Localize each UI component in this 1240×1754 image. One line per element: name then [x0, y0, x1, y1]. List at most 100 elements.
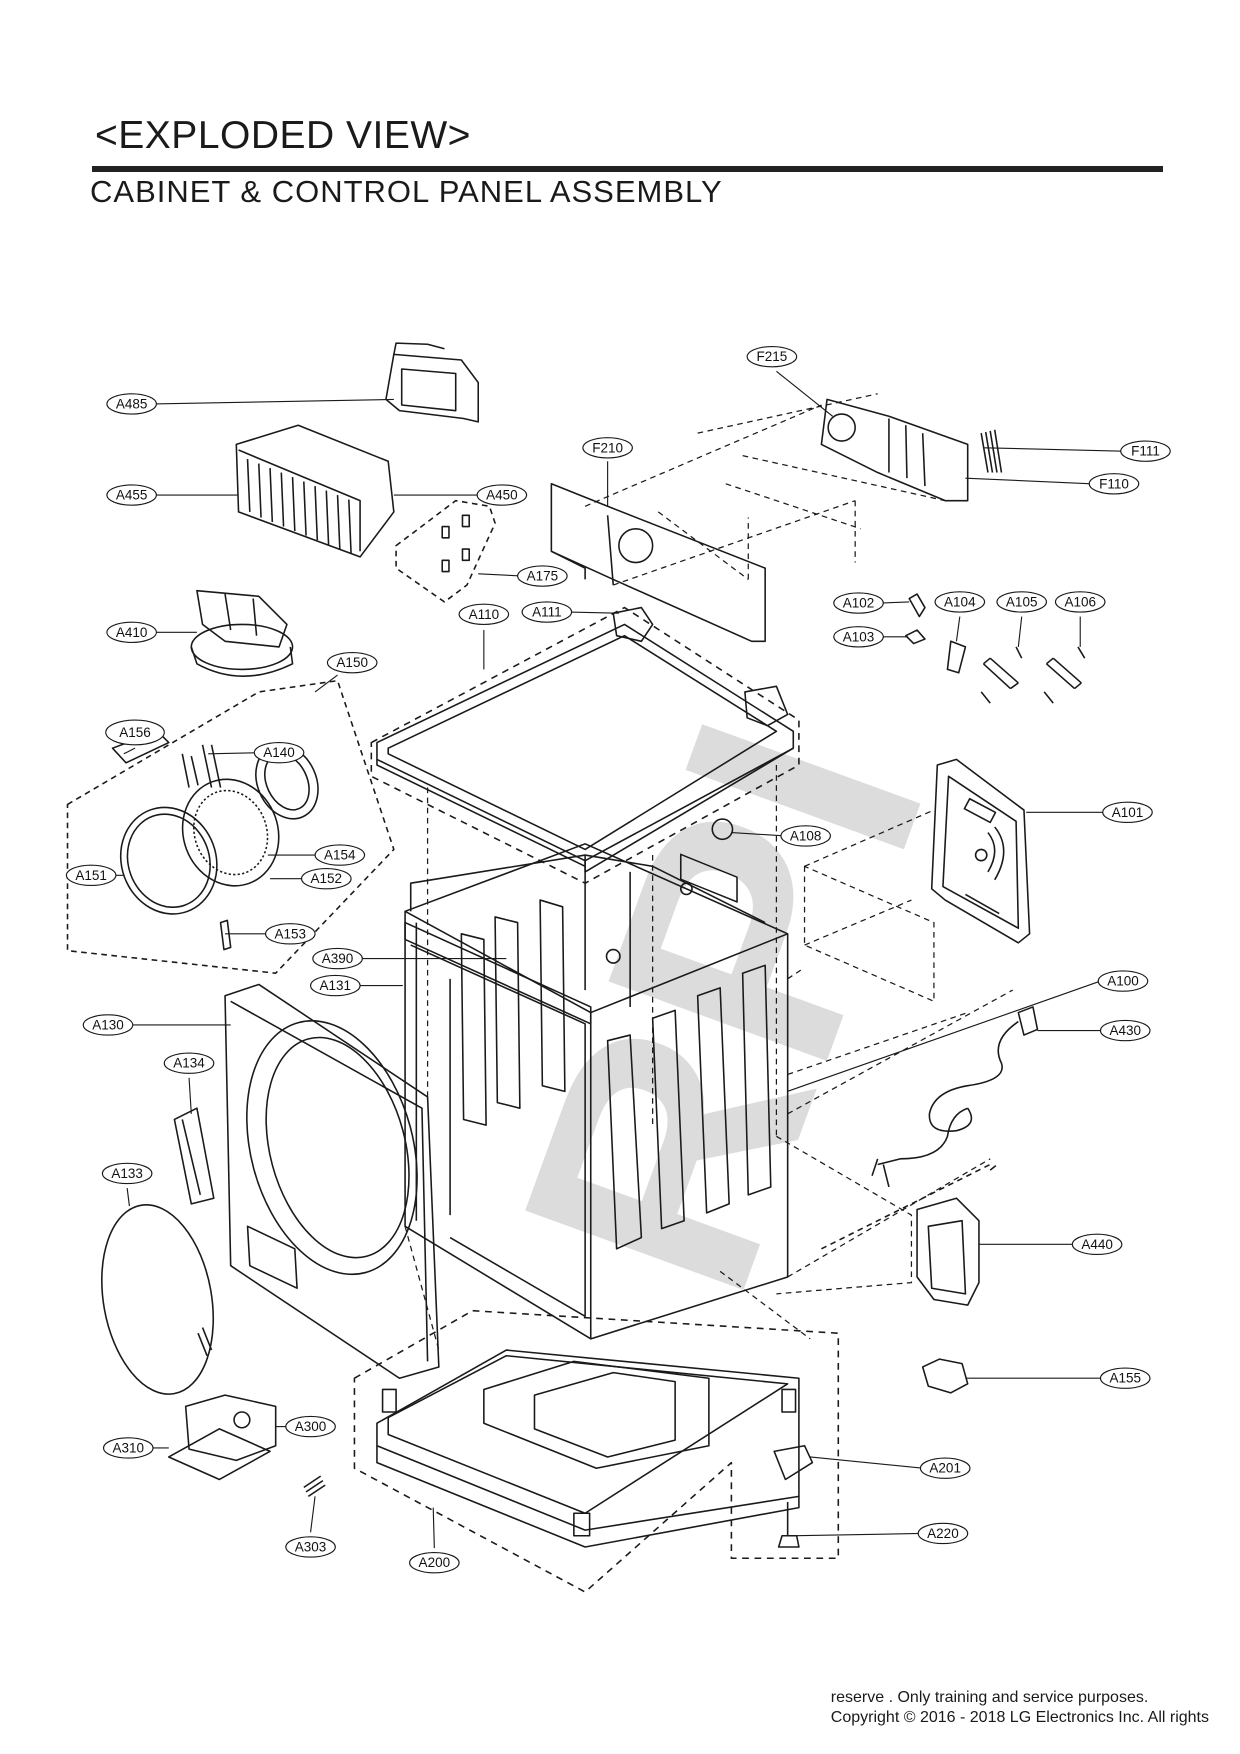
callout-a100: A100	[787, 970, 1149, 1092]
callout-bubble	[934, 591, 986, 613]
callout-bubble	[102, 1437, 154, 1459]
callout-bubble	[409, 1552, 460, 1574]
callout-label: A455	[116, 488, 148, 503]
vent-part	[235, 424, 395, 558]
callout-bubble	[833, 626, 884, 648]
callout-label: A200	[419, 1555, 451, 1570]
callout-bubble	[285, 1536, 336, 1558]
callout-bubble	[285, 1415, 336, 1438]
noise-filter-part	[916, 1164, 997, 1306]
leader-line	[810, 1456, 923, 1469]
callout-a156: A156	[105, 719, 165, 755]
callout-a151: A151	[65, 864, 124, 887]
leader-line	[984, 447, 1123, 452]
leader-line	[796, 1532, 921, 1537]
callout-bubble	[106, 621, 157, 643]
callout-a175: A175	[478, 565, 568, 587]
clamp-ring-part	[101, 1204, 215, 1395]
callout-label: A103	[843, 629, 875, 644]
callout-bubble	[105, 719, 165, 746]
callout-bubble	[1054, 591, 1106, 613]
callout-label: A154	[324, 848, 356, 863]
callout-bubble	[917, 1522, 969, 1545]
callout-label: A131	[320, 978, 352, 993]
watermark: RPI	[448, 678, 996, 1336]
callout-label: A450	[486, 488, 518, 503]
callout-label: A108	[790, 828, 822, 843]
footer-line-1: reserve . Only training and service purp…	[830, 1689, 1149, 1706]
callout-a105: A105	[996, 591, 1048, 647]
callout-a450: A450	[393, 484, 528, 506]
filter-door-part	[167, 1394, 277, 1481]
callout-label: A485	[116, 396, 148, 411]
callout-bubble	[65, 864, 117, 887]
leader-line	[787, 980, 1101, 1092]
callout-label: A201	[929, 1461, 961, 1476]
callout-bubble	[300, 867, 352, 890]
base-frame-part	[376, 1349, 800, 1548]
callout-bubble	[996, 591, 1048, 613]
callout-a108: A108	[731, 825, 831, 847]
callout-bubble	[1088, 473, 1140, 495]
callout-bubble	[106, 484, 157, 506]
callout-bubble	[458, 603, 510, 625]
callout-bubble	[517, 565, 568, 587]
callout-a300: A300	[275, 1415, 336, 1438]
callout-a110: A110	[458, 603, 510, 670]
leader-line	[154, 398, 394, 405]
callout-a111: A111	[521, 601, 619, 623]
callout-label: A111	[532, 605, 562, 620]
callout-label: A410	[116, 625, 148, 640]
callout-bubble	[1071, 1233, 1123, 1256]
callout-a155: A155	[965, 1367, 1151, 1389]
callout-a133: A133	[101, 1162, 153, 1207]
callout-a102: A102	[833, 592, 910, 614]
callout-bubble	[833, 592, 884, 614]
callout-bubble	[163, 1052, 215, 1074]
callout-label: A152	[311, 871, 343, 886]
callout-label: A440	[1081, 1237, 1113, 1252]
callout-label: A155	[1109, 1371, 1141, 1386]
callout-a152: A152	[270, 867, 352, 890]
leader-line	[314, 674, 338, 693]
rear-panel-part	[930, 758, 1031, 944]
callout-a430: A430	[1037, 1019, 1151, 1042]
callout-bubble	[314, 844, 366, 866]
callout-a303: A303	[285, 1496, 336, 1558]
callout-a150: A150	[314, 651, 378, 693]
leader-line	[1017, 616, 1023, 647]
callout-a200: A200	[409, 1507, 460, 1574]
callout-bubble	[919, 1457, 971, 1479]
callout-a440: A440	[978, 1233, 1123, 1256]
callout-a106: A106	[1054, 591, 1106, 647]
control-box-part	[385, 342, 480, 423]
callout-bubble	[582, 437, 633, 459]
pcb-assembly-part	[820, 398, 969, 502]
leader-line	[955, 616, 961, 642]
leader-line	[208, 752, 262, 755]
power-cord-part	[871, 1006, 1039, 1188]
callout-label: F210	[592, 440, 623, 455]
callout-label: F215	[757, 349, 788, 364]
leader-line	[188, 1077, 192, 1114]
callout-a154: A154	[267, 844, 366, 866]
footer-line-2: Copyright © 2016 - 2018 LG Electronics I…	[830, 1709, 1209, 1726]
title-rule	[92, 166, 1163, 172]
leader-line	[126, 1188, 130, 1207]
callout-a455: A455	[106, 484, 239, 506]
callout-label: A151	[75, 868, 107, 883]
callout-a130: A130	[82, 1014, 231, 1036]
callout-a140: A140	[208, 741, 305, 764]
callout-label: F110	[1099, 476, 1129, 491]
callout-a103: A103	[833, 626, 909, 648]
callout-bubble	[780, 825, 831, 847]
callout-a101: A101	[1026, 801, 1153, 823]
callout-label: A430	[1109, 1023, 1141, 1038]
leader-line	[965, 477, 1092, 485]
callout-label: F111	[1131, 444, 1160, 459]
callout-bubble	[1102, 801, 1153, 823]
callout-bubble	[1099, 1367, 1151, 1389]
callout-label: A134	[173, 1056, 205, 1071]
